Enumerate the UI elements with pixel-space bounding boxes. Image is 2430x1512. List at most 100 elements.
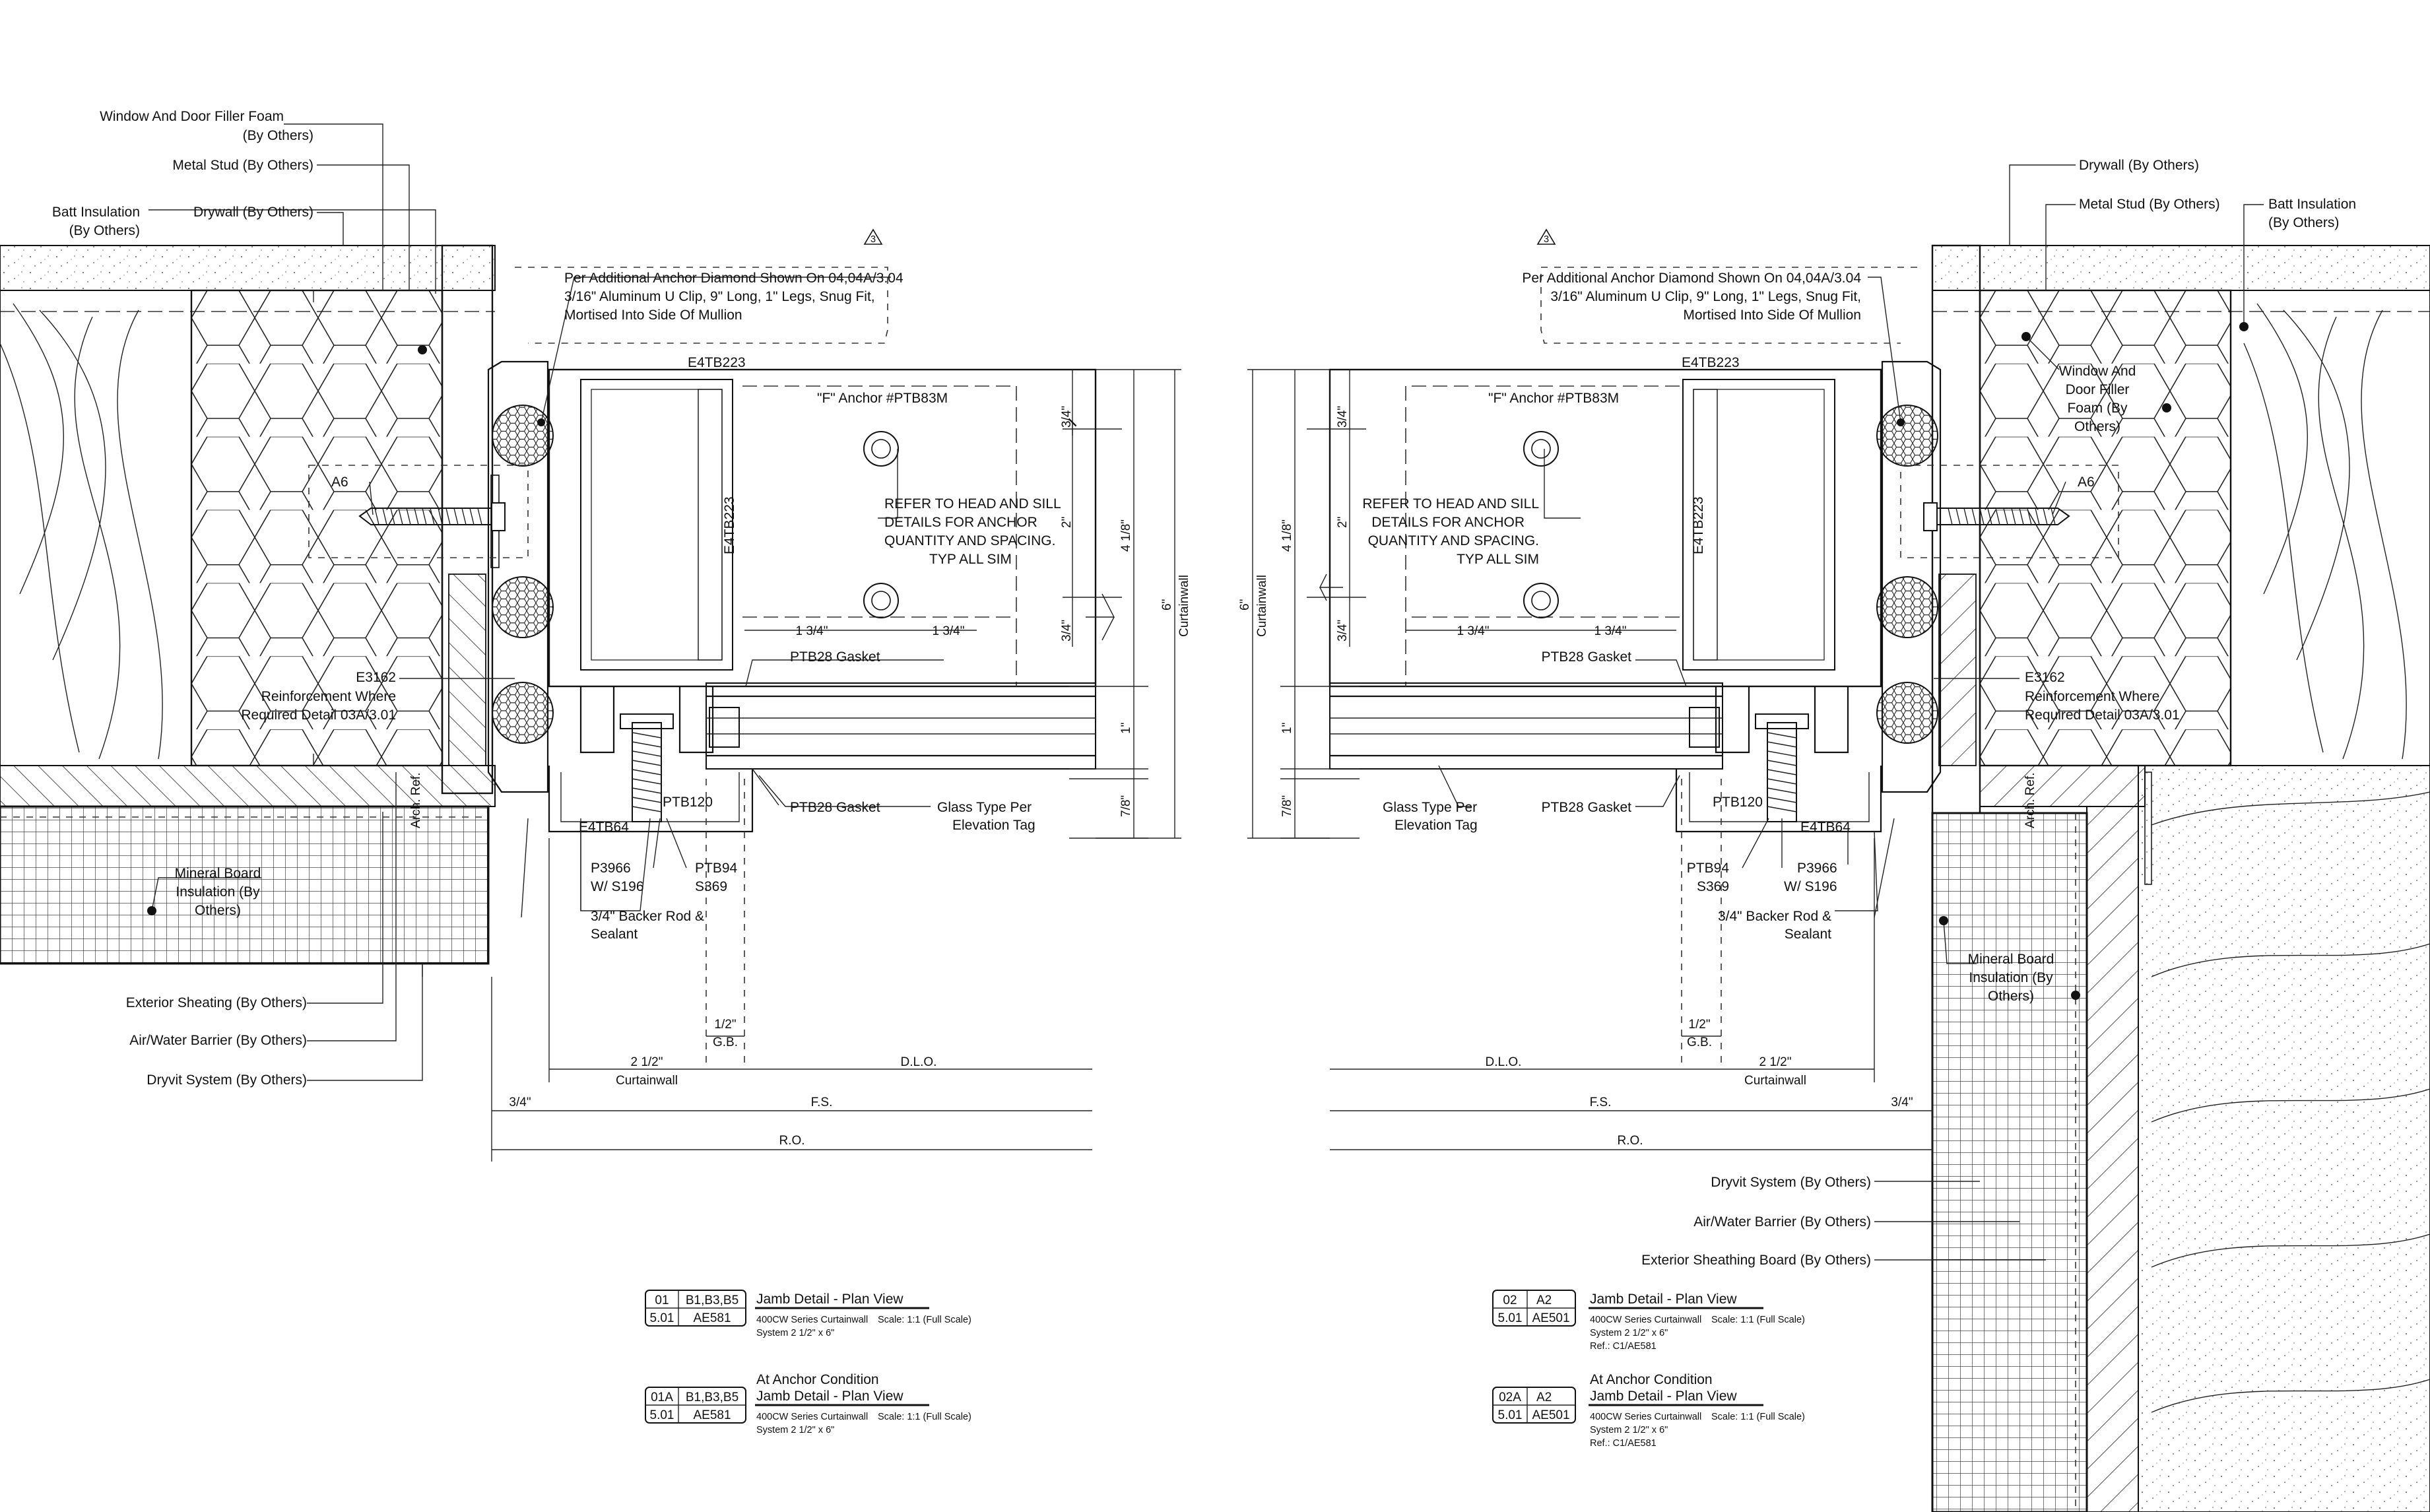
note-p3966-2: W/ S196 — [591, 879, 644, 894]
note-foam-r-2: Door Filler — [2066, 382, 2130, 397]
svg-text:At Anchor Condition: At Anchor Condition — [1590, 1372, 1713, 1387]
note-ext-sheathing-r: Exterior Sheathing Board (By Others) — [1641, 1253, 1871, 1268]
right-leaders — [1438, 164, 2264, 1261]
dim-78-r: 7/8" — [1280, 795, 1294, 817]
svg-text:At Anchor Condition: At Anchor Condition — [756, 1372, 879, 1387]
note-mineral-r-2: Insulation (By — [1969, 970, 2053, 985]
dim-212: 2 1/2" — [630, 1055, 663, 1069]
right-mineral-board — [1931, 812, 2088, 1512]
note-e4tb223-top-r: E4TB223 — [1682, 355, 1740, 370]
dim-1: 1" — [1119, 723, 1133, 734]
note-e3162-3: Required Detail 03A/3.01 — [241, 707, 396, 723]
note-s369: S369 — [695, 879, 727, 894]
svg-text:02A: 02A — [1499, 1391, 1521, 1404]
dim-34b: 3/4" — [1060, 620, 1074, 641]
note-refer-r-1: REFER TO HEAD AND SILL — [1362, 496, 1539, 511]
svg-text:System 2 1/2" x 6": System 2 1/2" x 6" — [1590, 1328, 1668, 1338]
svg-text:400CW Series Curtainwall: 400CW Series Curtainwall — [756, 1315, 868, 1325]
note-p3966-r-2: W/ S196 — [1784, 879, 1837, 894]
dim-dlo-r: D.L.O. — [1486, 1055, 1522, 1069]
svg-text:B1,B3,B5: B1,B3,B5 — [686, 1294, 739, 1307]
svg-text:01A: 01A — [651, 1391, 673, 1404]
note-e4tb64-r: E4TB64 — [1800, 820, 1851, 835]
svg-text:Jamb Detail - Plan View: Jamb Detail - Plan View — [1590, 1389, 1737, 1404]
left-drywall — [0, 245, 496, 291]
svg-text:Scale: 1:1 (Full Scale): Scale: 1:1 (Full Scale) — [878, 1412, 971, 1422]
note-ptb94: PTB94 — [695, 861, 738, 876]
note-drywall-r: Drywall (By Others) — [2079, 158, 2199, 173]
dim-34c: 3/4" — [509, 1096, 531, 1109]
svg-text:System 2 1/2" x 6": System 2 1/2" x 6" — [1590, 1425, 1668, 1435]
svg-text:5.01: 5.01 — [1498, 1408, 1523, 1422]
note-ptb94-r: PTB94 — [1687, 861, 1730, 876]
note-mineral-r-3: Others) — [1988, 989, 2034, 1004]
note-foam-r-1: Window And — [2059, 364, 2136, 379]
dim-134b-r: 1 3/4" — [1594, 624, 1626, 638]
dim-34c-r: 3/4" — [1891, 1096, 1913, 1109]
note-batt-2: (By Others) — [69, 223, 140, 238]
dim-6: 6" — [1160, 599, 1174, 610]
note-refer-r-2: DETAILS FOR ANCHOR — [1371, 515, 1525, 530]
dim-fs: F.S. — [811, 1096, 833, 1109]
right-labels: Drywall (By Others) Metal Stud (By Other… — [1238, 158, 2356, 1268]
dim-418-r: 4 1/8" — [1280, 519, 1294, 552]
svg-text:AE501: AE501 — [1532, 1408, 1569, 1422]
left-anchor-screw — [358, 502, 506, 531]
svg-text:AE581: AE581 — [693, 1408, 731, 1422]
note-glass-r-1: Glass Type Per — [1383, 800, 1477, 815]
dim-212-r: 2 1/2" — [1759, 1055, 1791, 1069]
svg-text:System 2 1/2" x 6": System 2 1/2" x 6" — [756, 1328, 834, 1338]
note-metal-stud: Metal Stud (By Others) — [172, 158, 313, 173]
note-refer-2: DETAILS FOR ANCHOR — [884, 515, 1037, 530]
note-mineral-2: Insulation (By — [176, 884, 260, 900]
note-air-water: Air/Water Barrier (By Others) — [129, 1033, 307, 1048]
right-dimensions — [1247, 369, 1933, 1162]
note-a6-r: A6 — [2078, 475, 2095, 490]
dim-2: 2" — [1060, 517, 1074, 528]
svg-text:Ref.: C1/AE581: Ref.: C1/AE581 — [1590, 1341, 1657, 1352]
right-anchor-screw — [1923, 502, 2070, 531]
dim-134a: 1 3/4" — [795, 624, 828, 638]
svg-text:A2: A2 — [1536, 1294, 1552, 1307]
note-drywall: Drywall (By Others) — [193, 205, 313, 220]
note-ptb28-a: PTB28 Gasket — [790, 649, 880, 665]
svg-text:5.01: 5.01 — [650, 1408, 674, 1422]
note-batt-r-1: Batt Insulation — [2268, 197, 2356, 212]
note-a6: A6 — [331, 475, 348, 490]
title-block-02a: At Anchor Condition 02A A2 5.01 AE501 Ja… — [1492, 1372, 1805, 1449]
note-batt-1: Batt Insulation — [52, 205, 140, 220]
dim-dlo: D.L.O. — [901, 1055, 937, 1069]
note-e3162-2: Reinforcement Where — [261, 689, 396, 704]
rev-tag: 3 — [870, 234, 876, 245]
note-backer-r-1: 3/4" Backer Rod & — [1718, 909, 1831, 924]
left-labels: Window And Door Filler Foam (By Others) … — [52, 109, 1191, 1148]
right-mullion — [1329, 368, 1882, 833]
dim-134b: 1 3/4" — [932, 624, 964, 638]
note-backer-r-2: Sealant — [1785, 927, 1831, 942]
note-refer-r-3: QUANTITY AND SPACING. — [1368, 533, 1539, 548]
note-ptb28-a-r: PTB28 Gasket — [1541, 649, 1631, 665]
dim-curtainwall-h: Curtainwall — [616, 1074, 678, 1088]
dim-134a-r: 1 3/4" — [1457, 624, 1489, 638]
note-arch-ref: Arch. Ref. — [409, 773, 423, 828]
note-p3966-1: P3966 — [591, 861, 631, 876]
note-f-anchor: "F" Anchor #PTB83M — [817, 391, 948, 406]
note-uclip-r-1: Per Additional Anchor Diamond Shown On 0… — [1522, 271, 1861, 286]
dim-curtainwall-v: Curtainwall — [1177, 575, 1191, 637]
left-jamb-detail — [0, 123, 1181, 1162]
dim-curtainwall-h-r: Curtainwall — [1744, 1074, 1806, 1088]
dim-12-r: 1/2" — [1688, 1018, 1710, 1032]
note-ptb28-b: PTB28 Gasket — [790, 800, 880, 815]
note-refer-1: REFER TO HEAD AND SILL — [884, 496, 1061, 511]
svg-text:02: 02 — [1503, 1294, 1517, 1307]
note-glass-1: Glass Type Per — [937, 800, 1032, 815]
dim-6-r: 6" — [1238, 599, 1252, 610]
note-f-anchor-r: "F" Anchor #PTB83M — [1488, 391, 1619, 406]
right-drywall — [1932, 245, 2430, 291]
svg-text:AE581: AE581 — [693, 1311, 731, 1325]
right-sheathing — [1979, 765, 2146, 807]
note-uclip-2: 3/16" Aluminum U Clip, 9" Long, 1" Legs,… — [564, 289, 875, 304]
dim-fs-r: F.S. — [1590, 1096, 1612, 1109]
title-block-02: 02 A2 5.01 AE501 Jamb Detail - Plan View… — [1492, 1290, 1805, 1352]
